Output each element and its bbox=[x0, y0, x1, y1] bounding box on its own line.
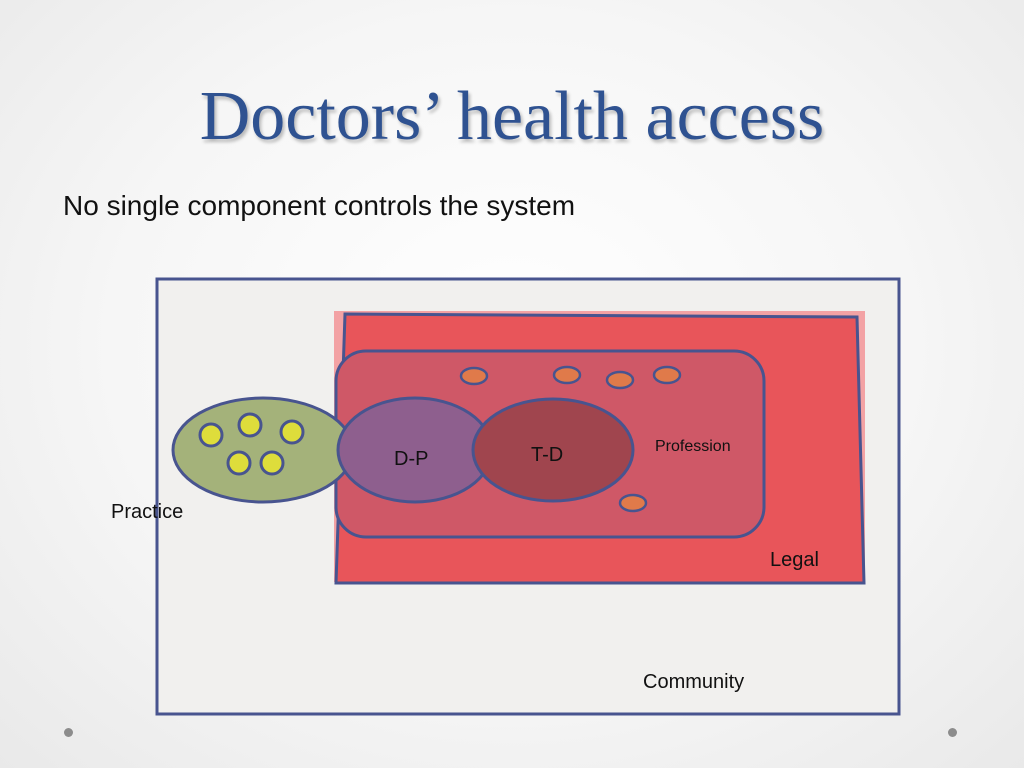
practice-member-circle bbox=[237, 412, 263, 438]
practice-member-circle bbox=[198, 422, 224, 448]
slide-subtitle: No single component controls the system bbox=[63, 190, 576, 221]
community-label: Community bbox=[643, 671, 744, 693]
legal-label: Legal bbox=[770, 549, 819, 571]
practice-ellipse bbox=[171, 396, 355, 504]
profession-member-ellipse bbox=[459, 366, 489, 386]
profession-member-ellipse bbox=[652, 365, 682, 385]
practice-member-circle bbox=[226, 450, 252, 476]
corner-dot-right bbox=[948, 728, 957, 737]
profession-member-ellipse bbox=[618, 493, 648, 513]
td-label: T-D bbox=[531, 444, 563, 466]
corner-dot-left bbox=[64, 728, 73, 737]
practice-label: Practice bbox=[111, 501, 183, 523]
td-ellipse bbox=[471, 397, 635, 503]
practice-member-circle bbox=[279, 419, 305, 445]
practice-member-circle bbox=[259, 450, 285, 476]
slide-title: Doctors’ health access bbox=[199, 78, 825, 155]
profession-label: Profession bbox=[655, 438, 731, 455]
profession-member-ellipse bbox=[605, 370, 635, 390]
profession-member-ellipse bbox=[552, 365, 582, 385]
dp-label: D-P bbox=[394, 448, 428, 470]
